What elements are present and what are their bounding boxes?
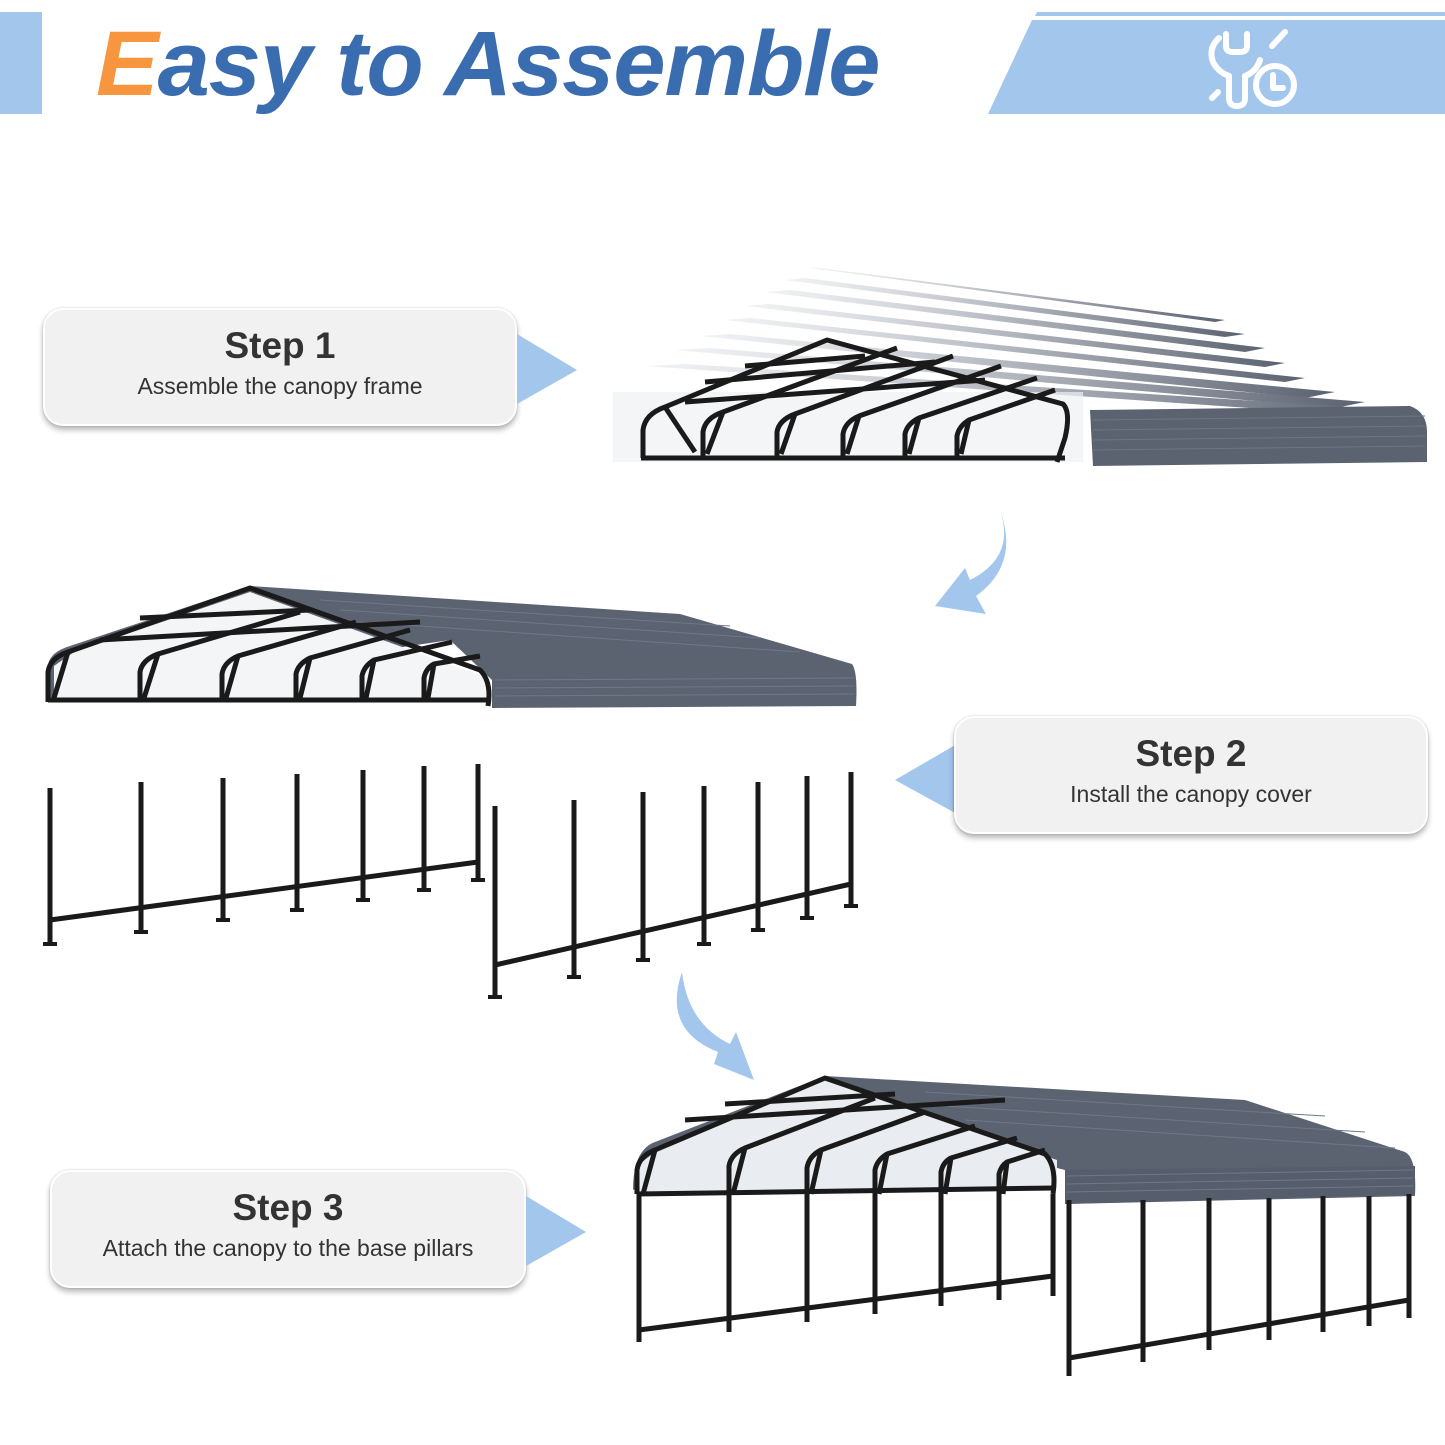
step-3-description: Attach the canopy to the base pillars	[102, 1235, 474, 1261]
covered-canopy-illustration	[45, 585, 857, 708]
curved-arrow-down-left-icon	[935, 510, 1007, 614]
step-1-pointer-icon	[517, 334, 577, 404]
base-pillars-illustration	[43, 764, 858, 999]
title-first-letter: E	[96, 13, 159, 115]
canopy-frame-illustration	[613, 268, 1427, 466]
step-1-title: Step 1	[224, 325, 336, 366]
wrench-clock-icon	[1208, 29, 1297, 109]
curved-arrow-down-right-icon	[676, 972, 754, 1080]
step-1-description: Assemble the canopy frame	[137, 373, 423, 399]
assembled-carport-illustration	[633, 1075, 1416, 1376]
header-left-accent-bar	[0, 12, 42, 114]
step-2-description: Install the canopy cover	[1070, 781, 1312, 807]
page-title: Easy to Assemble	[96, 13, 881, 115]
step-3-callout: Step 3 Attach the canopy to the base pil…	[50, 1170, 526, 1288]
title-rest: asy to Assemble	[157, 13, 881, 115]
step-1-callout: Step 1 Assemble the canopy frame	[43, 308, 517, 426]
step-2-pointer-icon	[895, 744, 957, 814]
step-2-title: Step 2	[1135, 733, 1247, 774]
step-2-callout: Step 2 Install the canopy cover	[954, 716, 1428, 834]
step-3-pointer-icon	[526, 1196, 586, 1266]
step-3-title: Step 3	[232, 1187, 344, 1228]
